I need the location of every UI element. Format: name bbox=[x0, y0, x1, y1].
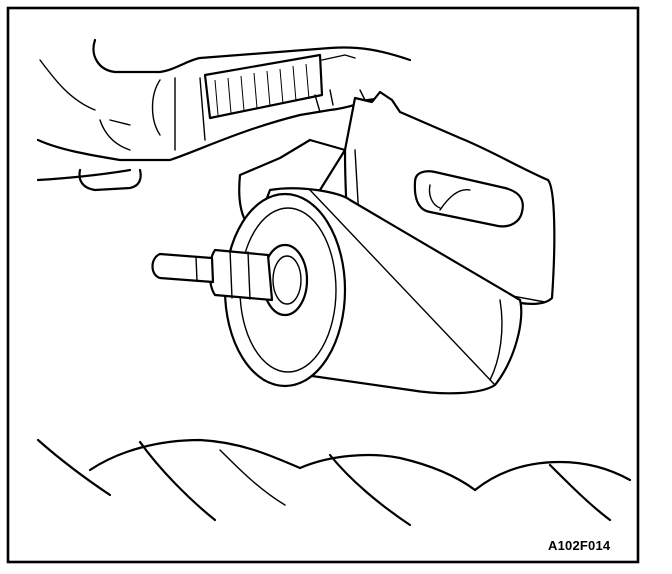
figure-frame bbox=[6, 6, 640, 564]
figure-code-label: A102F014 bbox=[548, 538, 611, 553]
fuel-line-fitting bbox=[151, 248, 274, 302]
vehicle-underbody bbox=[36, 38, 412, 192]
fuel-filter-canister bbox=[223, 187, 523, 395]
ground-contour bbox=[36, 438, 632, 527]
